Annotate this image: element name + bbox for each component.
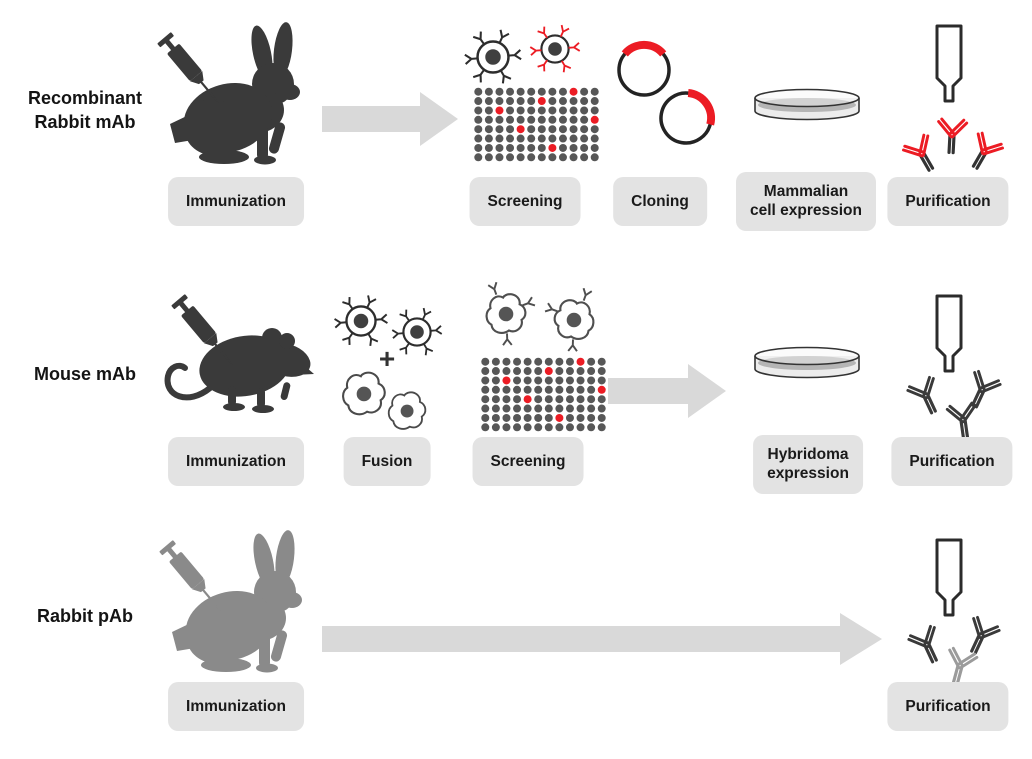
label-line1: Mammalian [763,183,849,200]
b-cell-icon [391,307,443,357]
arrow-right-icon [608,364,726,418]
myeloma-cell-icon [387,391,427,430]
row-title-mouse-mab: Mouse mAb [0,362,170,386]
b-cell-positive-icon [529,24,581,74]
row-title-line1: Mouse mAb [33,364,136,384]
antibody-icon [945,401,981,441]
label-line2: cell expression [749,202,863,220]
row-title-line1: Recombinant [27,88,142,108]
row-title-line1: Rabbit pAb [37,606,133,626]
step-label-hybridoma-expression: Hybridoma expression [753,435,863,494]
arrow-right-icon [322,92,458,146]
petri-dish-icon [754,346,860,379]
step-label-mammalian-cell-expression: Mammalian cell expression [735,172,877,231]
label-line2: expression [767,465,849,483]
arrow-right-icon [322,613,882,665]
hybridoma-cell-icon [485,282,537,347]
myeloma-cell-icon [342,371,386,416]
plus-sign: + [378,343,396,374]
step-label-fusion: Fusion [343,437,431,487]
step-label-screening: Screening [472,437,584,487]
petri-dish-icon [754,88,860,121]
purification-column-icon [935,24,963,103]
step-label-purification: Purification [891,437,1013,487]
step-label-cloning: Cloning [613,177,707,227]
label-line1: Hybridoma [767,446,849,463]
purification-column-icon [935,294,963,373]
step-label-purification: Purification [887,682,1009,732]
step-label-screening: Screening [469,177,581,227]
plasmid-icon [614,40,674,100]
step-label-immunization: Immunization [168,177,304,227]
step-label-immunization: Immunization [168,682,304,732]
well-plate-icon [474,87,599,162]
purification-column-icon [935,538,963,617]
hybridoma-cell-icon [543,288,595,353]
row-title-recombinant-rabbit-mab: Recombinant Rabbit mAb [0,86,170,134]
row-title-rabbit-pab: Rabbit pAb [0,604,170,628]
step-label-immunization: Immunization [168,437,304,487]
well-plate-icon [481,357,606,432]
b-cell-icon [463,28,523,85]
step-label-purification: Purification [887,177,1009,227]
row-title-line2: Rabbit mAb [34,112,136,132]
